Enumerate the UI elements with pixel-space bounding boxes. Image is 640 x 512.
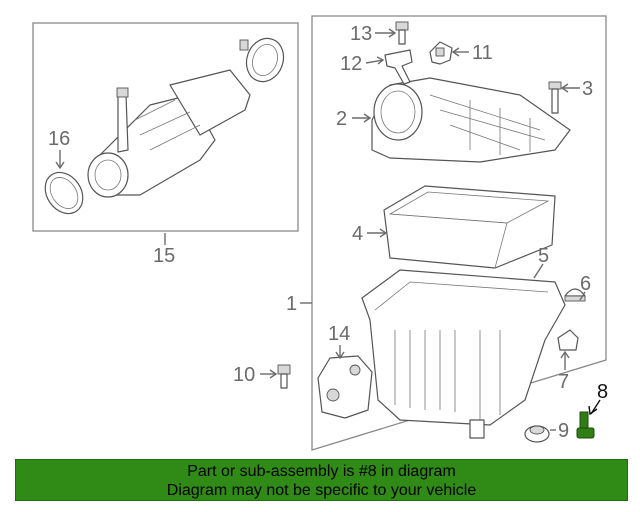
parts-diagram: 13 12 11 3 2 4 5 6 1 14 7 10 8 9 16 15 <box>32 15 608 451</box>
sensor-11 <box>429 41 453 65</box>
air-filter-4 <box>383 185 556 269</box>
callout-5: 5 <box>538 245 549 267</box>
callout-12: 12 <box>340 53 362 75</box>
callout-4: 4 <box>352 223 363 245</box>
callout-11: 11 <box>472 42 493 64</box>
sensor-12 <box>384 49 413 85</box>
callout-1: 1 <box>286 293 297 315</box>
grommet-9 <box>524 425 550 443</box>
callout-10: 10 <box>233 364 255 386</box>
callout-6: 6 <box>580 273 591 295</box>
callout-16: 16 <box>48 128 70 150</box>
bolt-8-highlighted[interactable] <box>576 411 595 439</box>
callout-13: 13 <box>350 23 372 45</box>
main-frame <box>311 15 607 451</box>
air-cleaner-housing-5 <box>361 269 566 439</box>
callout-9: 9 <box>558 420 569 442</box>
grommet-7 <box>557 329 579 351</box>
banner-line-1: Part or sub-assembly is #8 in diagram <box>187 463 456 480</box>
inset-frame <box>32 22 299 232</box>
callout-3: 3 <box>582 78 593 100</box>
intake-duct-15 <box>87 37 285 198</box>
callout-8: 8 <box>597 381 608 403</box>
info-banner: Part or sub-assembly is #8 in diagram Di… <box>15 459 628 501</box>
bolt-10 <box>277 364 291 389</box>
callout-labels: 13 12 11 3 2 4 5 6 1 14 7 10 8 9 16 15 <box>48 23 608 442</box>
grommet-6 <box>564 288 586 302</box>
callout-14: 14 <box>328 323 350 345</box>
callout-7: 7 <box>558 371 569 393</box>
leader-lines <box>55 28 601 431</box>
bolt-3 <box>548 81 562 114</box>
banner-line-2: Diagram may not be specific to your vehi… <box>166 482 477 499</box>
actuator-14 <box>317 355 373 419</box>
bolt-13 <box>395 21 409 45</box>
clamp-16 <box>44 171 84 215</box>
callout-2: 2 <box>336 108 347 130</box>
air-cleaner-cover-2 <box>371 77 571 163</box>
callout-15: 15 <box>153 245 175 267</box>
